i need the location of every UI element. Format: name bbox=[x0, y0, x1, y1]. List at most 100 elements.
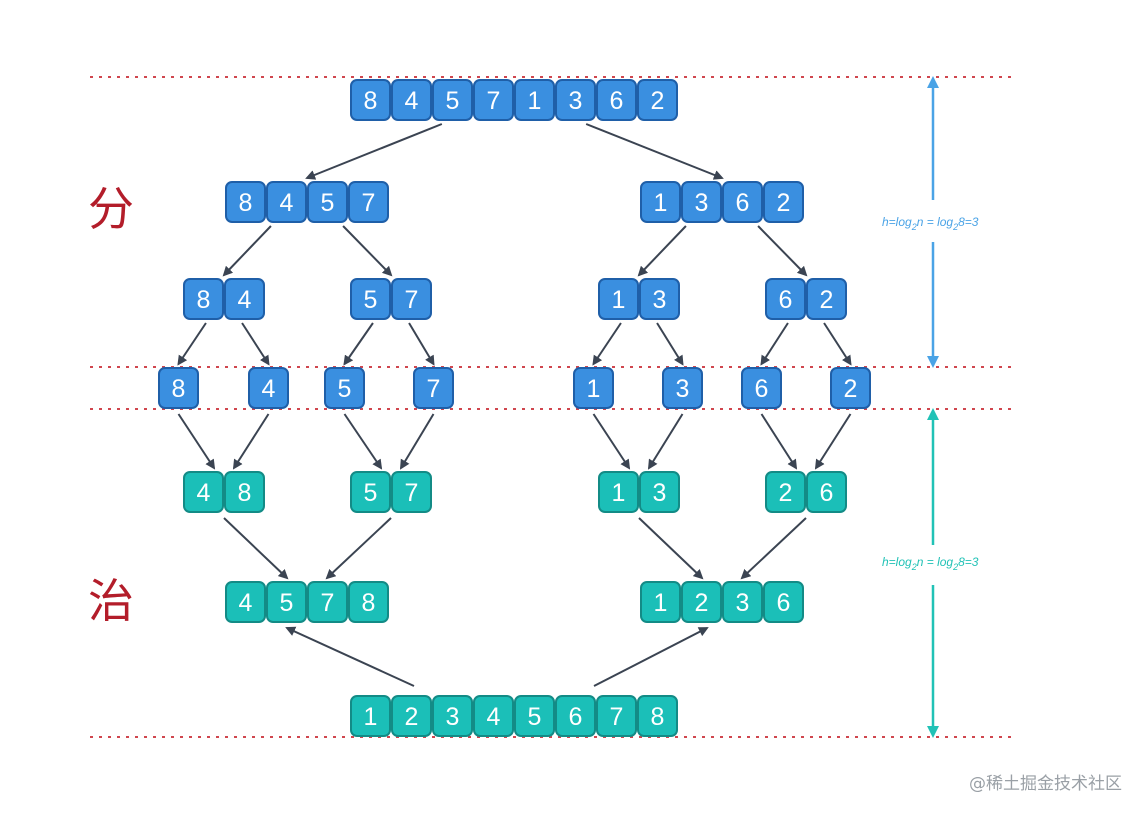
height-formula-conquer: h=log2n = log28=3 bbox=[882, 555, 979, 572]
divide-arrow bbox=[241, 322, 270, 366]
number-box bbox=[248, 367, 289, 409]
number-value: 3 bbox=[653, 479, 667, 507]
number-box bbox=[225, 181, 266, 223]
number-value: 1 bbox=[364, 703, 378, 731]
number-box bbox=[266, 581, 307, 623]
number-value: 4 bbox=[197, 479, 211, 507]
number-value: 7 bbox=[362, 189, 376, 217]
divide-arrow bbox=[585, 123, 724, 180]
number-value: 2 bbox=[844, 375, 858, 403]
number-box bbox=[473, 695, 514, 737]
number-box bbox=[681, 581, 722, 623]
divide-group: 5 bbox=[324, 367, 365, 409]
number-value: 6 bbox=[610, 87, 624, 115]
number-box bbox=[639, 278, 680, 320]
conquer-arrow bbox=[232, 413, 270, 470]
divide-group: 6 bbox=[741, 367, 782, 409]
number-box bbox=[555, 79, 596, 121]
number-value: 7 bbox=[405, 479, 419, 507]
number-box bbox=[598, 278, 639, 320]
number-value: 7 bbox=[487, 87, 501, 115]
number-box bbox=[741, 367, 782, 409]
number-box bbox=[391, 695, 432, 737]
conquer-arrow bbox=[177, 413, 216, 470]
number-value: 8 bbox=[364, 87, 378, 115]
number-value: 2 bbox=[695, 589, 709, 617]
number-value: 7 bbox=[321, 589, 335, 617]
number-box bbox=[598, 471, 639, 513]
divide-arrow bbox=[305, 123, 443, 180]
number-value: 6 bbox=[779, 286, 793, 314]
number-box bbox=[183, 471, 224, 513]
number-value: 2 bbox=[777, 189, 791, 217]
number-value: 1 bbox=[654, 589, 668, 617]
number-box bbox=[350, 471, 391, 513]
number-value: 2 bbox=[405, 703, 419, 731]
number-box bbox=[350, 695, 391, 737]
number-box bbox=[473, 79, 514, 121]
number-value: 8 bbox=[197, 286, 211, 314]
conquer-arrow bbox=[325, 517, 392, 580]
number-box bbox=[350, 278, 391, 320]
number-box bbox=[765, 278, 806, 320]
number-box bbox=[391, 278, 432, 320]
conquer-arrow bbox=[760, 413, 798, 470]
number-box bbox=[432, 695, 473, 737]
conquer-label: 治 bbox=[88, 574, 134, 628]
divide-group: 2 bbox=[830, 367, 871, 409]
number-value: 5 bbox=[364, 479, 378, 507]
conquer-arrow bbox=[399, 413, 435, 470]
number-box bbox=[806, 278, 847, 320]
number-value: 5 bbox=[446, 87, 460, 115]
number-value: 1 bbox=[612, 479, 626, 507]
divide-arrow bbox=[342, 225, 393, 277]
number-value: 3 bbox=[736, 589, 750, 617]
divide-group: 7 bbox=[413, 367, 454, 409]
number-value: 4 bbox=[280, 189, 294, 217]
number-box bbox=[573, 367, 614, 409]
number-value: 2 bbox=[651, 87, 665, 115]
conquer-arrow bbox=[814, 413, 852, 470]
divide-group: 4 bbox=[248, 367, 289, 409]
number-value: 4 bbox=[239, 589, 253, 617]
number-value: 3 bbox=[695, 189, 709, 217]
number-box bbox=[763, 181, 804, 223]
height-formula-divide: h=log2n = log28=3 bbox=[882, 215, 979, 232]
number-value: 3 bbox=[569, 87, 583, 115]
divide-arrow bbox=[757, 225, 808, 277]
number-value: 5 bbox=[280, 589, 294, 617]
number-value: 8 bbox=[238, 479, 252, 507]
number-box bbox=[391, 471, 432, 513]
number-value: 8 bbox=[362, 589, 376, 617]
number-box bbox=[413, 367, 454, 409]
number-box bbox=[722, 581, 763, 623]
number-value: 6 bbox=[755, 375, 769, 403]
number-value: 4 bbox=[238, 286, 252, 314]
number-value: 5 bbox=[321, 189, 335, 217]
number-box bbox=[348, 181, 389, 223]
number-value: 1 bbox=[587, 375, 601, 403]
divide-group: 8 bbox=[158, 367, 199, 409]
divide-arrow bbox=[177, 322, 207, 366]
number-box bbox=[662, 367, 703, 409]
number-box bbox=[639, 471, 680, 513]
number-box bbox=[266, 181, 307, 223]
number-value: 4 bbox=[405, 87, 419, 115]
number-box bbox=[637, 695, 678, 737]
conquer-arrow bbox=[285, 626, 415, 687]
number-box bbox=[324, 367, 365, 409]
number-value: 7 bbox=[427, 375, 441, 403]
